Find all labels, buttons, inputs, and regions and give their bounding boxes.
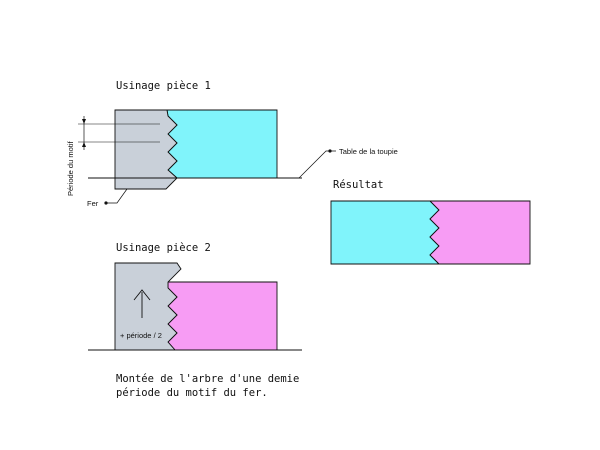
table-leader-dot [328,149,332,153]
title-piece-2: Usinage pièce 2 [116,242,211,254]
result-piece-2 [428,200,531,265]
caption-line-1: Montée de l'arbre d'une demie [116,373,299,385]
fer-label: Fer [87,199,99,208]
result-piece-1 [330,200,441,265]
table-leader-line [298,150,336,179]
workpiece-1 [166,109,278,179]
cutter-1 [114,109,178,190]
period-arrow-bottom [82,142,86,147]
workpiece-2 [167,281,278,351]
title-piece-1: Usinage pièce 1 [116,80,211,92]
fer-leader-line [106,188,128,204]
raise-arrow-icon [133,289,151,301]
period-arrow-top [82,119,86,124]
cutter-2 [114,262,182,351]
table-label: Table de la toupie [339,147,398,156]
result-title: Résultat [333,179,384,191]
half-period-label: + période / 2 [120,331,162,340]
caption-line-2: période du motif du fer. [116,387,268,399]
period-label: Période du motif [66,140,75,196]
